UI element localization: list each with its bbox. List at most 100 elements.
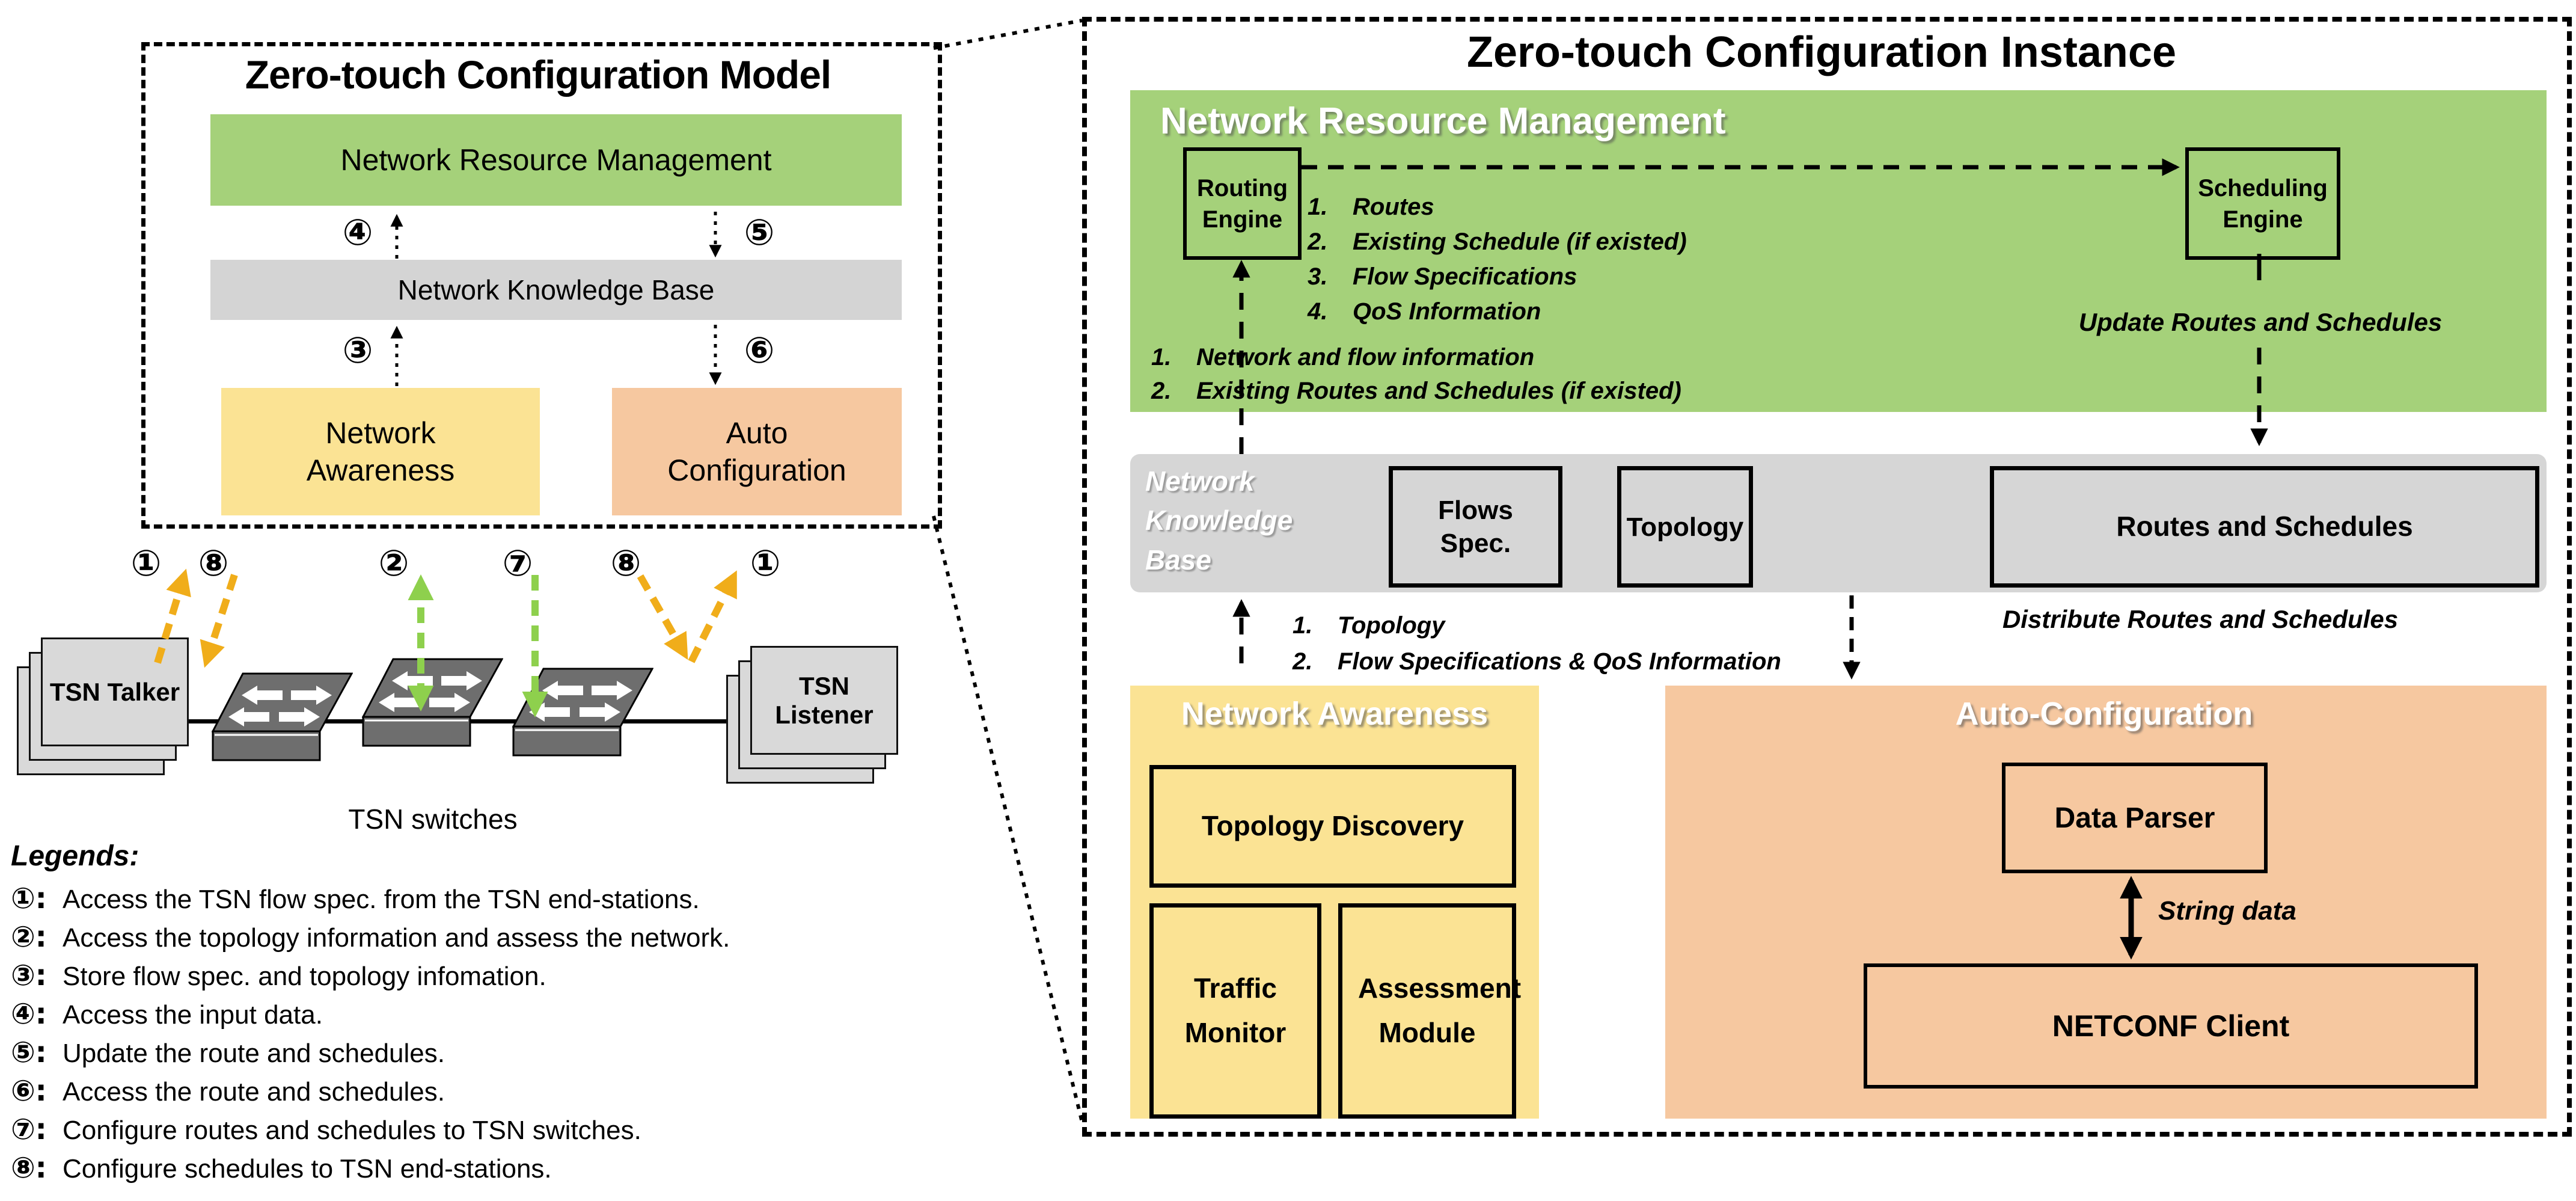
- arrow-flow1-right-icon: [688, 570, 737, 663]
- item-text: Network and flow information: [1196, 344, 1535, 370]
- model-ac-label: Auto Configuration: [667, 416, 846, 488]
- model-network-knowledge-base-block: Network Knowledge Base: [210, 260, 902, 320]
- model-network-awareness-block: Network Awareness: [221, 388, 540, 515]
- item-number: 4.: [1308, 298, 1328, 325]
- routes-and-schedules-label: Routes and Schedules: [2116, 511, 2413, 542]
- right-arrow-icon: [279, 707, 320, 726]
- switch-front-face: [212, 730, 321, 761]
- route-output-item-2: 2. Existing Schedule (if existed): [1308, 229, 1687, 256]
- topology-discovery-box: Topology Discovery: [1149, 765, 1516, 888]
- legend-marker-2: ②:: [11, 920, 47, 954]
- item-number: 2.: [1308, 229, 1328, 255]
- tsn-switch-2-icon: [362, 658, 503, 747]
- legend-item-1: ①: Access the TSN flow spec. from the TSN…: [11, 882, 700, 915]
- item-text: Existing Schedule (if existed): [1353, 229, 1687, 255]
- item-text: Routes: [1353, 194, 1434, 220]
- instance-nkb-header: Network Knowledge Base: [1145, 465, 1293, 576]
- netconf-client-box: NETCONF Client: [1864, 963, 2478, 1089]
- topology-box: Topology: [1617, 466, 1753, 588]
- legend-item-7: ⑦: Configure routes and schedules to TSN …: [11, 1113, 641, 1146]
- update-routes-schedules-label: Update Routes and Schedules: [2078, 308, 2443, 336]
- routing-engine-label: Routing Engine: [1196, 174, 1288, 233]
- left-arrow-icon: [542, 681, 583, 700]
- item-number: 2.: [1293, 648, 1313, 675]
- switch-front-face: [512, 725, 622, 757]
- legend-item-2: ②: Access the topology information and as…: [11, 920, 730, 954]
- routing-engine-box: Routing Engine: [1183, 147, 1302, 260]
- routes-and-schedules-box: Routes and Schedules: [1990, 466, 2539, 588]
- left-arrow-icon: [242, 686, 283, 705]
- switch-top-face: [512, 668, 653, 728]
- item-text: Flow Specifications & QoS Information: [1338, 648, 1781, 675]
- item-number: 1.: [1308, 194, 1328, 220]
- model-auto-configuration-block: Auto Configuration: [612, 388, 902, 515]
- legend-marker-3: ③:: [11, 959, 47, 992]
- step-6-marker: ⑥: [744, 330, 775, 372]
- right-arrow-icon: [580, 702, 620, 722]
- item-text: Existing Routes and Schedules (if existe…: [1196, 378, 1681, 404]
- item-text: Flow Specifications: [1353, 263, 1577, 290]
- item-number: 3.: [1308, 263, 1328, 290]
- instance-ac-header: Auto-Configuration: [1955, 696, 2253, 732]
- arrow-flow8-left-icon: [200, 574, 238, 668]
- string-data-label: String data: [2158, 896, 2296, 926]
- legend-text-7: Configure routes and schedules to TSN sw…: [63, 1116, 641, 1145]
- traffic-monitor-box: Traffic Monitor: [1149, 903, 1321, 1119]
- legend-marker-4: ④:: [11, 997, 47, 1031]
- distribute-routes-schedules-label: Distribute Routes and Schedules: [2002, 605, 2399, 633]
- item-text: QoS Information: [1353, 298, 1541, 325]
- legend-item-5: ⑤:Update the route and schedules.: [11, 1036, 445, 1069]
- tsn-switch-3-icon: [512, 668, 653, 757]
- legend-text-4: Access the input data.: [63, 1000, 323, 1030]
- tsn-listener-label: TSN Listener: [775, 671, 873, 729]
- topology-label: Topology: [1626, 512, 1744, 542]
- flow-8-marker-right: ⑧: [610, 542, 641, 585]
- legends-title: Legends:: [11, 840, 139, 872]
- model-nkb-label: Network Knowledge Base: [397, 274, 715, 306]
- tsn-listener-card: TSN Listener: [750, 646, 898, 755]
- routing-input-item-1: 1.Network and flow information: [1151, 344, 1534, 371]
- model-network-resource-management-block: Network Resource Management: [210, 114, 902, 206]
- connector-bottom-line: [932, 515, 1084, 1123]
- legends-section: Legends: ①: Access the TSN flow spec. fro…: [11, 840, 949, 1185]
- legend-text-8: Configure schedules to TSN end-stations.: [63, 1154, 552, 1184]
- scheduling-engine-label: Scheduling Engine: [2198, 174, 2328, 233]
- legend-text-2: Access the topology information and asse…: [63, 923, 730, 953]
- instance-na-header: Network Awareness: [1181, 696, 1488, 732]
- legend-marker-6: ⑥:: [11, 1074, 47, 1108]
- legend-marker-7: ⑦:: [11, 1113, 47, 1146]
- traffic-monitor-label: Traffic Monitor: [1184, 972, 1286, 1048]
- left-arrow-icon: [228, 707, 269, 726]
- item-number: 1.: [1293, 612, 1313, 639]
- item-text: Topology: [1338, 612, 1445, 639]
- tsn-switches-label: TSN switches: [348, 803, 518, 835]
- right-arrow-icon: [429, 693, 470, 712]
- model-panel-title: Zero-touch Configuration Model: [245, 52, 832, 97]
- data-parser-box: Data Parser: [2002, 763, 2268, 873]
- topology-discovery-label: Topology Discovery: [1201, 810, 1464, 842]
- connector-top-line: [933, 19, 1083, 50]
- legend-item-3: ③: Store flow spec. and topology infomati…: [11, 959, 546, 992]
- step-4-marker: ④: [342, 212, 373, 254]
- legend-marker-1: ①:: [11, 882, 47, 915]
- legend-text-1: Access the TSN flow spec. from the TSN e…: [63, 885, 700, 914]
- right-arrow-icon: [441, 671, 482, 690]
- flow-2-marker: ②: [378, 542, 409, 585]
- step-3-marker: ③: [342, 330, 373, 372]
- right-arrow-icon: [291, 686, 332, 705]
- route-output-item-3: 3. Flow Specifications: [1308, 263, 1577, 290]
- instance-nrm-header: Network Resource Management: [1160, 100, 1726, 142]
- legend-text-5: Update the route and schedules.: [63, 1039, 445, 1068]
- route-output-item-4: 4. QoS Information: [1308, 298, 1541, 325]
- flow-1-marker-left: ①: [130, 542, 162, 585]
- na-input-item-2: 2. Flow Specifications & QoS Information: [1293, 648, 1781, 675]
- switch-top-face: [362, 658, 503, 718]
- flows-spec-label: Flows Spec.: [1438, 496, 1513, 558]
- model-nrm-label: Network Resource Management: [340, 143, 772, 177]
- assessment-module-label: Assessment Module: [1358, 972, 1522, 1048]
- tsn-talker-card: TSN Talker: [41, 637, 189, 746]
- model-na-label: Network Awareness: [306, 416, 455, 488]
- legend-text-3: Store flow spec. and topology infomation…: [63, 962, 546, 991]
- instance-panel-title: Zero-touch Configuration Instance: [1467, 28, 2176, 76]
